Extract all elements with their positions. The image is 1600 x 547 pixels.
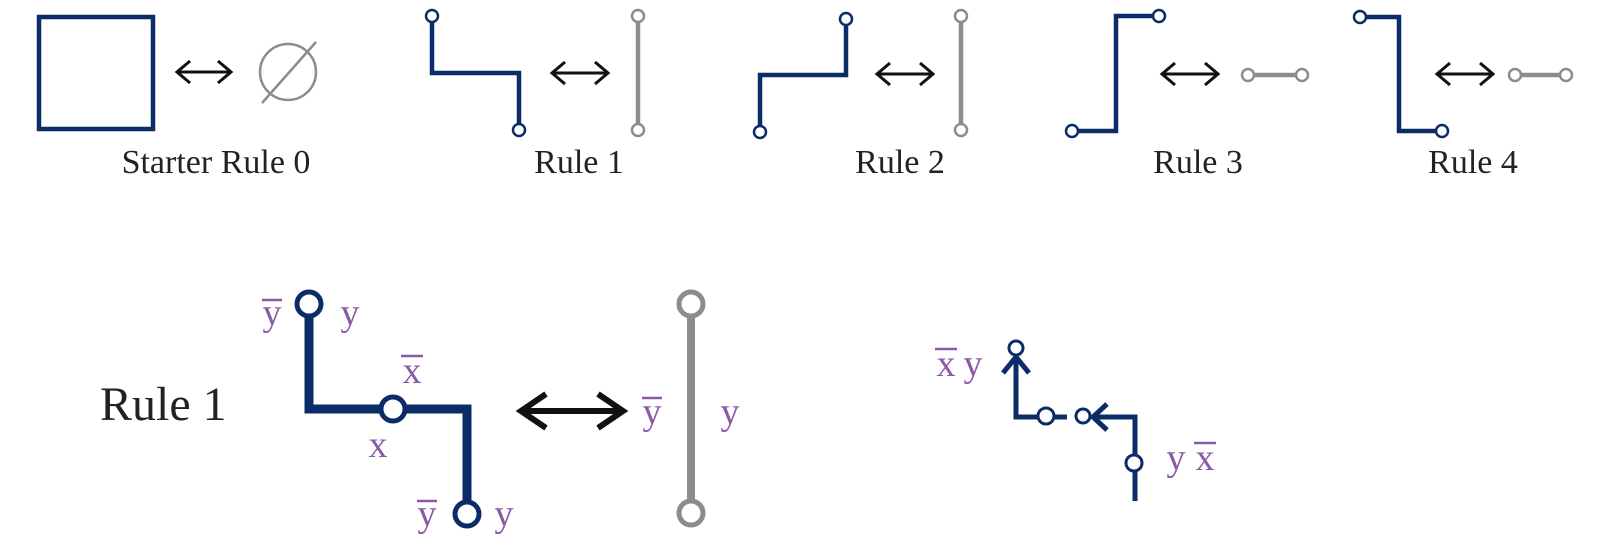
right-arrow-path — [1093, 414, 1138, 501]
rule3-endpoint-right — [1151, 8, 1167, 24]
rule1-detail-endpoint-bottom — [452, 499, 482, 529]
rule0-label: Starter Rule 0 — [122, 144, 311, 181]
right-arrowhead — [1089, 402, 1109, 432]
rule0-square — [36, 14, 156, 132]
rule3-label: Rule 3 — [1153, 144, 1243, 181]
rule1-panel: Rule 1 — [424, 8, 646, 181]
var-y-bottom: y — [495, 493, 514, 535]
rule1-detail-endpoint-top — [294, 289, 324, 319]
rule3-endpoint-left — [1064, 123, 1080, 139]
rule1-detail-gray-endpoint-bottom — [676, 498, 706, 528]
empty-set-icon — [258, 41, 318, 104]
rule1-gray-endpoint-bottom — [630, 122, 646, 138]
rule2-gray-endpoint-bottom — [953, 122, 969, 138]
rule4-path — [1366, 14, 1436, 134]
double-arrow-icon — [174, 59, 234, 85]
var-xbar-left: x — [937, 343, 956, 385]
rule4-gray-endpoint-right — [1558, 67, 1574, 83]
var-ybar-top: y — [263, 292, 282, 334]
var-y-right: y — [1167, 437, 1186, 479]
var-y-left: y — [964, 343, 983, 385]
rule0-panel: Starter Rule 0 — [36, 14, 318, 181]
rule2-path — [757, 25, 849, 126]
left-arrowhead — [1001, 353, 1031, 375]
rule3-gray-endpoint-left — [1240, 67, 1256, 83]
rule2-endpoint-bottom — [752, 124, 768, 140]
rule4-panel: Rule 4 — [1352, 9, 1574, 181]
rule1-detail-midpoint — [378, 394, 408, 424]
double-arrow-icon — [549, 60, 611, 86]
rule1-endpoint-top — [424, 8, 440, 24]
var-xbar-right: x — [1196, 437, 1215, 479]
double-arrow-icon — [874, 61, 936, 87]
rule1-detail-panel: Rule 1 y y x x y y y y — [100, 289, 740, 535]
var-ybar-bottom: y — [418, 493, 437, 535]
rule2-gray-endpoint-top — [953, 8, 969, 24]
rule4-endpoint-right — [1434, 123, 1450, 139]
var-y-gray: y — [721, 391, 740, 433]
double-arrow-icon — [515, 391, 629, 431]
var-xbar-mid: x — [403, 350, 422, 392]
rule2-label: Rule 2 — [855, 144, 945, 181]
left-mid-node — [1036, 406, 1056, 426]
rule2-panel: Rule 2 — [752, 8, 969, 181]
rule4-label: Rule 4 — [1428, 144, 1518, 181]
orientation-panel: x y y x — [935, 339, 1216, 501]
double-arrow-icon — [1159, 61, 1221, 87]
rule1-detail-gray-endpoint-top — [676, 289, 706, 319]
rule1-gray-endpoint-top — [630, 8, 646, 24]
rule3-panel: Rule 3 — [1064, 8, 1310, 181]
var-ybar-gray: y — [643, 391, 662, 433]
rule1-detail-title: Rule 1 — [100, 378, 227, 431]
var-x-mid: x — [369, 424, 388, 466]
right-left-node — [1074, 407, 1092, 425]
rule1-label: Rule 1 — [534, 144, 624, 181]
right-mid-node — [1124, 453, 1144, 473]
rule2-endpoint-top — [838, 11, 854, 27]
double-arrow-icon — [1434, 61, 1496, 87]
rule4-gray-endpoint-left — [1507, 67, 1523, 83]
var-y-top: y — [341, 292, 360, 334]
rule3-gray-endpoint-right — [1294, 67, 1310, 83]
left-top-node — [1007, 339, 1025, 357]
rule3-path — [1078, 13, 1153, 134]
rule4-endpoint-left — [1352, 9, 1368, 25]
rule1-endpoint-bottom — [511, 122, 527, 138]
rule1-path — [429, 22, 522, 124]
